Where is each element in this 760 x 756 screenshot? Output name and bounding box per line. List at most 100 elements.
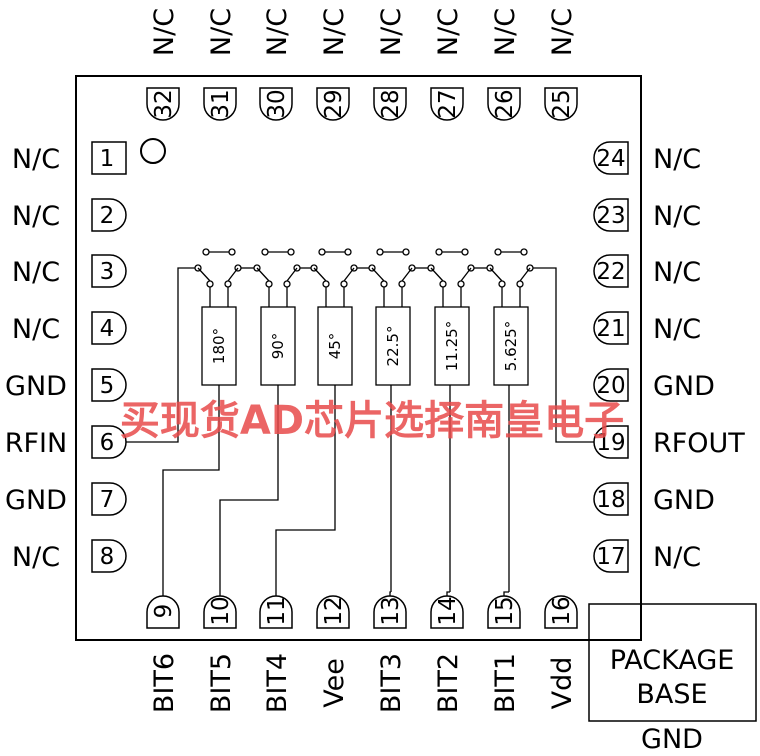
pin-label-20: GND <box>653 371 715 402</box>
pin-number-3: 3 <box>100 259 115 285</box>
phase-stage-box <box>375 306 411 386</box>
pin-pad-27 <box>430 87 464 121</box>
pin-number-8: 8 <box>100 544 115 570</box>
pin-label-26: N/C <box>490 8 521 56</box>
pin-pad-29 <box>316 87 350 121</box>
control-line-pin-14 <box>446 385 451 596</box>
pin-number-15: 15 <box>492 596 518 625</box>
pin-number-27: 27 <box>435 89 461 118</box>
pin-number-14: 14 <box>435 596 461 625</box>
pin-pad-5 <box>91 368 127 402</box>
pin-label-13: BIT3 <box>376 653 407 713</box>
pin-label-5: GND <box>5 371 67 402</box>
control-line-pin-13 <box>389 385 392 596</box>
pin-number-5: 5 <box>100 373 115 399</box>
pin-number-18: 18 <box>596 487 625 513</box>
pin-number-25: 25 <box>549 89 575 118</box>
pin-pad-2 <box>91 198 127 232</box>
pin-label-6: RFIN <box>5 428 67 459</box>
bypass-contact <box>202 248 210 256</box>
pin-label-4: N/C <box>12 314 60 345</box>
control-line-pin-9 <box>162 385 220 596</box>
pin-pad-14 <box>430 595 464 629</box>
pin-number-17: 17 <box>596 544 625 570</box>
bypass-contact <box>461 248 469 256</box>
bypass-contact <box>494 248 502 256</box>
pin-number-24: 24 <box>596 146 625 172</box>
pin-pad-9 <box>146 595 180 629</box>
phase-stage-box <box>493 306 529 386</box>
switch-contact <box>322 280 330 288</box>
pin-number-26: 26 <box>492 89 518 118</box>
pin-label-18: GND <box>653 485 715 516</box>
pin-pad-26 <box>487 87 521 121</box>
bypass-contact <box>520 248 528 256</box>
pin-number-13: 13 <box>378 596 404 625</box>
pin-pad-30 <box>259 87 293 121</box>
pin-label-12: Vee <box>319 658 350 708</box>
pin-label-9: BIT6 <box>149 653 180 713</box>
phase-stage-label: 11.25° <box>443 321 461 371</box>
pin-number-29: 29 <box>321 89 347 118</box>
pin-label-15: BIT1 <box>490 653 521 713</box>
control-line-pin-11 <box>275 385 336 596</box>
pin-label-25: N/C <box>547 8 578 56</box>
switch-contact <box>380 280 388 288</box>
package-base-box <box>588 603 757 722</box>
pin-label-10: BIT5 <box>206 653 237 713</box>
switch-contact <box>283 280 291 288</box>
pin-pad-7 <box>91 482 127 516</box>
pin-label-24: N/C <box>653 144 701 175</box>
pin-pad-10 <box>203 595 237 629</box>
bypass-contact <box>402 248 410 256</box>
switch-contact <box>224 280 232 288</box>
pin-number-31: 31 <box>208 89 234 118</box>
pin-pad-23 <box>593 198 629 232</box>
pin-pad-17 <box>593 539 629 573</box>
pin-label-19: RFOUT <box>653 428 745 459</box>
package-base-gnd-label: GND <box>641 724 703 755</box>
switch-contact <box>265 280 273 288</box>
switch-contact <box>439 280 447 288</box>
pin-label-17: N/C <box>653 542 701 573</box>
pin-pad-12 <box>316 595 350 629</box>
pin-label-16: Vdd <box>547 657 578 710</box>
pin-pad-25 <box>544 87 578 121</box>
package-base-line2: BASE <box>636 679 707 710</box>
phase-stage-box <box>434 306 470 386</box>
phase-stage-label: 45° <box>326 333 344 360</box>
pin-label-2: N/C <box>12 201 60 232</box>
switch-contact <box>498 280 506 288</box>
pin-pad-24 <box>593 141 629 175</box>
package-base-line1: PACKAGE <box>610 645 735 676</box>
pin-pad-20 <box>593 368 629 402</box>
switch-contact <box>516 280 524 288</box>
pin-label-14: BIT2 <box>433 653 464 713</box>
pin-pad-31 <box>203 87 237 121</box>
bypass-contact <box>435 248 443 256</box>
control-line-pin-15 <box>503 385 510 596</box>
pin-pad-6 <box>91 425 127 459</box>
pin-pad-3 <box>91 254 127 288</box>
pin-pad-28 <box>373 87 407 121</box>
pin-label-32: N/C <box>149 8 180 56</box>
pin-label-22: N/C <box>653 257 701 288</box>
switch-contact <box>206 280 214 288</box>
rfin-trace <box>126 267 195 443</box>
pin-number-19: 19 <box>596 430 625 456</box>
pins-layer: 32N/C31N/C30N/C29N/C28N/C27N/C26N/C25N/C… <box>5 8 746 713</box>
pin-number-16: 16 <box>549 596 575 625</box>
pin-number-7: 7 <box>100 487 115 513</box>
pin-number-28: 28 <box>378 89 404 118</box>
pin-number-23: 23 <box>596 203 625 229</box>
pin-label-28: N/C <box>376 8 407 56</box>
pin-number-11: 11 <box>264 596 290 625</box>
pin-label-21: N/C <box>653 314 701 345</box>
pin-label-27: N/C <box>433 8 464 56</box>
pin-number-20: 20 <box>596 373 625 399</box>
pin-label-1: N/C <box>12 144 60 175</box>
switch-contact <box>457 280 465 288</box>
bypass-contact <box>287 248 295 256</box>
pin-pad-32 <box>146 87 180 121</box>
